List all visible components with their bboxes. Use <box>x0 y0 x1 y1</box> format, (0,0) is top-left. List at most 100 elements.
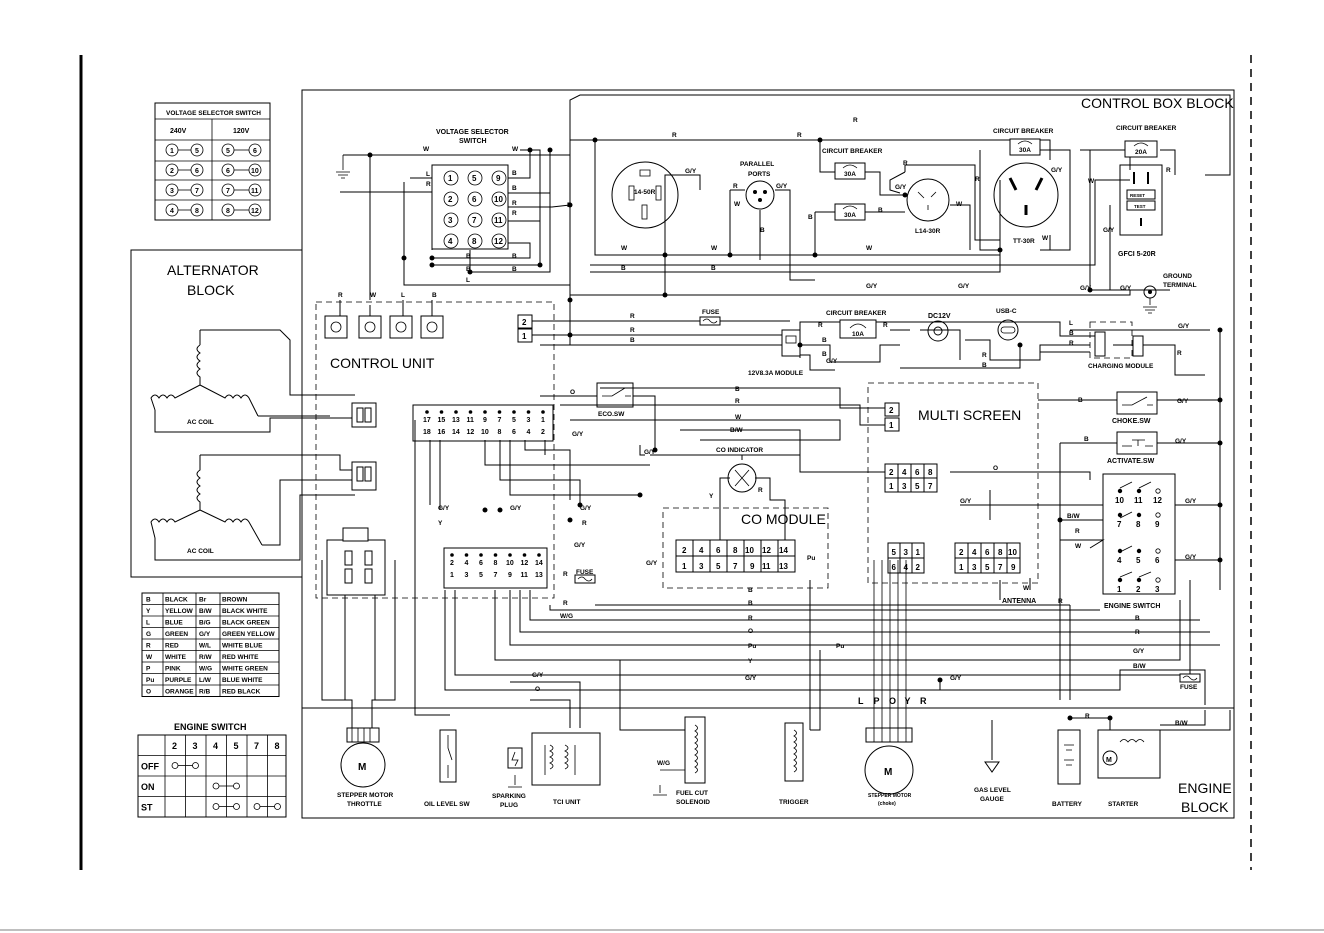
wire-color-label: R <box>982 352 987 359</box>
svg-text:20A: 20A <box>1135 149 1147 156</box>
cu-pin-bottom: 2 <box>541 429 545 436</box>
vs-table-terminal <box>248 163 262 177</box>
svg-text:30A: 30A <box>1019 147 1031 154</box>
cu-pin-top: 1 <box>541 417 545 424</box>
wire-color-label: B <box>630 337 635 344</box>
vs-table-terminal <box>248 203 262 217</box>
pin-number: 3 <box>972 563 977 572</box>
pin-number: 5 <box>716 562 721 571</box>
svg-text:GFCI 5-20R: GFCI 5-20R <box>1118 251 1156 258</box>
legend-cell: G <box>146 631 151 638</box>
cu-pin-top: 15 <box>438 417 446 424</box>
es-terminal-number: 8 <box>1136 520 1141 529</box>
wire-color-label: B <box>1135 615 1140 622</box>
vs-switch-terminal <box>467 233 483 249</box>
pin-number: 12 <box>762 546 771 555</box>
legend-cell: GREEN YELLOW <box>222 631 275 638</box>
wire-color-label: Pu <box>748 643 756 650</box>
vs-table-terminal-number: 5 <box>195 148 199 155</box>
legend-cell: RED WHITE <box>222 654 259 661</box>
c14-pin-bottom: 11 <box>521 572 529 579</box>
svg-text:TEST: TEST <box>1134 204 1146 209</box>
svg-text:(choke): (choke) <box>878 801 896 807</box>
multi-screen-label: MULTI SCREEN <box>918 407 1021 423</box>
es-table-row-label: OFF <box>141 762 159 772</box>
wire-color-label: R <box>758 487 763 494</box>
legend-cell: BLUE WHITE <box>222 677 263 684</box>
wire-color-label: R <box>630 313 635 320</box>
choke-wire-label: O <box>889 696 896 706</box>
outlet-14-50r-label: 14-50R <box>634 189 656 196</box>
starter: M STARTER <box>1097 729 1161 808</box>
wire-color-label: L <box>466 277 470 284</box>
wire-color-label: B <box>822 337 827 344</box>
vs-table-terminal-number: 1 <box>170 148 174 155</box>
vs-table-terminal-number: 6 <box>253 148 257 155</box>
cu-pin-bottom: 4 <box>527 429 531 436</box>
co-module-label: CO MODULE <box>741 511 826 527</box>
control-box-block-frame <box>301 89 1235 819</box>
wire-color-label: O <box>570 389 575 396</box>
wire-color-label: G/Y <box>1185 498 1197 505</box>
pin-number: 1 <box>959 563 964 572</box>
pin-number: 4 <box>699 546 704 555</box>
wire-color-label: O <box>993 465 998 472</box>
vs-table-title: VOLTAGE SELECTOR SWITCH <box>166 110 261 117</box>
plug-2-1-ms: 2 1 <box>884 402 900 432</box>
vs-switch-terminal <box>467 212 483 228</box>
wire-color-label: W <box>866 245 873 252</box>
svg-text:FUSE: FUSE <box>1180 684 1198 691</box>
vs-switch-terminal <box>467 170 483 186</box>
pin-number: 4 <box>972 548 977 557</box>
legend-cell: Y <box>146 608 151 615</box>
legend-cell: BLACK WHITE <box>222 608 268 615</box>
wire-color-label: G/Y <box>950 675 962 682</box>
throttle-connector <box>326 527 386 596</box>
plug-2-1-top: 2 1 <box>517 314 533 343</box>
es-table-header: 5 <box>234 741 239 751</box>
es-terminal-number: 3 <box>1155 585 1160 594</box>
svg-text:BATTERY: BATTERY <box>1052 801 1083 808</box>
vs-switch-terminal <box>491 191 507 207</box>
legend-cell: RED <box>165 643 179 650</box>
pin-number: 4 <box>902 468 907 477</box>
wire-color-label: R <box>733 183 738 190</box>
cu-pin-bottom: 18 <box>423 429 431 436</box>
wire-color-label: B <box>878 207 883 214</box>
wire-color-label: R <box>1075 528 1080 535</box>
es-table-row-label: ST <box>141 803 153 813</box>
pin-number: 6 <box>716 546 721 555</box>
svg-text:M: M <box>1106 757 1112 764</box>
wire-color-label: G/Y <box>1133 648 1145 655</box>
vs-table-terminal-number: 8 <box>195 208 199 215</box>
wire-color-label: B/W <box>1133 663 1147 670</box>
pin-number: 5 <box>892 548 897 557</box>
wire-color-label: B <box>1078 397 1083 404</box>
wire-color-label: R <box>582 520 587 527</box>
choke-wire-label: P <box>874 696 880 706</box>
wire-color-label: B <box>748 587 753 594</box>
wire-color-label: O <box>535 686 540 693</box>
wire-color-label: G/Y <box>826 358 838 365</box>
svg-text:USB-C: USB-C <box>996 308 1017 315</box>
vs-table-terminal-number: 2 <box>170 168 174 175</box>
wire-color-label: B <box>982 362 987 369</box>
legend-cell: L <box>146 620 150 627</box>
wire-color-label: W/G <box>560 613 573 620</box>
wire-color-label: B <box>760 227 765 234</box>
wire-color-label: B <box>1069 330 1074 337</box>
legend-cell: YELLOW <box>165 608 194 615</box>
wire-color-label: G/Y <box>532 672 544 679</box>
svg-text:STEPPER MOTOR: STEPPER MOTOR <box>337 792 394 799</box>
gfci-outlet: RESET TEST GFCI 5-20R <box>1118 164 1163 258</box>
svg-text:THROTTLE: THROTTLE <box>347 801 382 808</box>
legend-cell: O <box>146 689 151 696</box>
svg-text:OIL LEVEL SW: OIL LEVEL SW <box>424 801 470 808</box>
cu-pin-top: 7 <box>498 417 502 424</box>
legend-cell: P <box>146 666 151 673</box>
svg-text:M: M <box>884 767 892 778</box>
svg-text:DC12V: DC12V <box>928 313 951 320</box>
outlet-14-50r: 14-50R <box>611 161 679 229</box>
